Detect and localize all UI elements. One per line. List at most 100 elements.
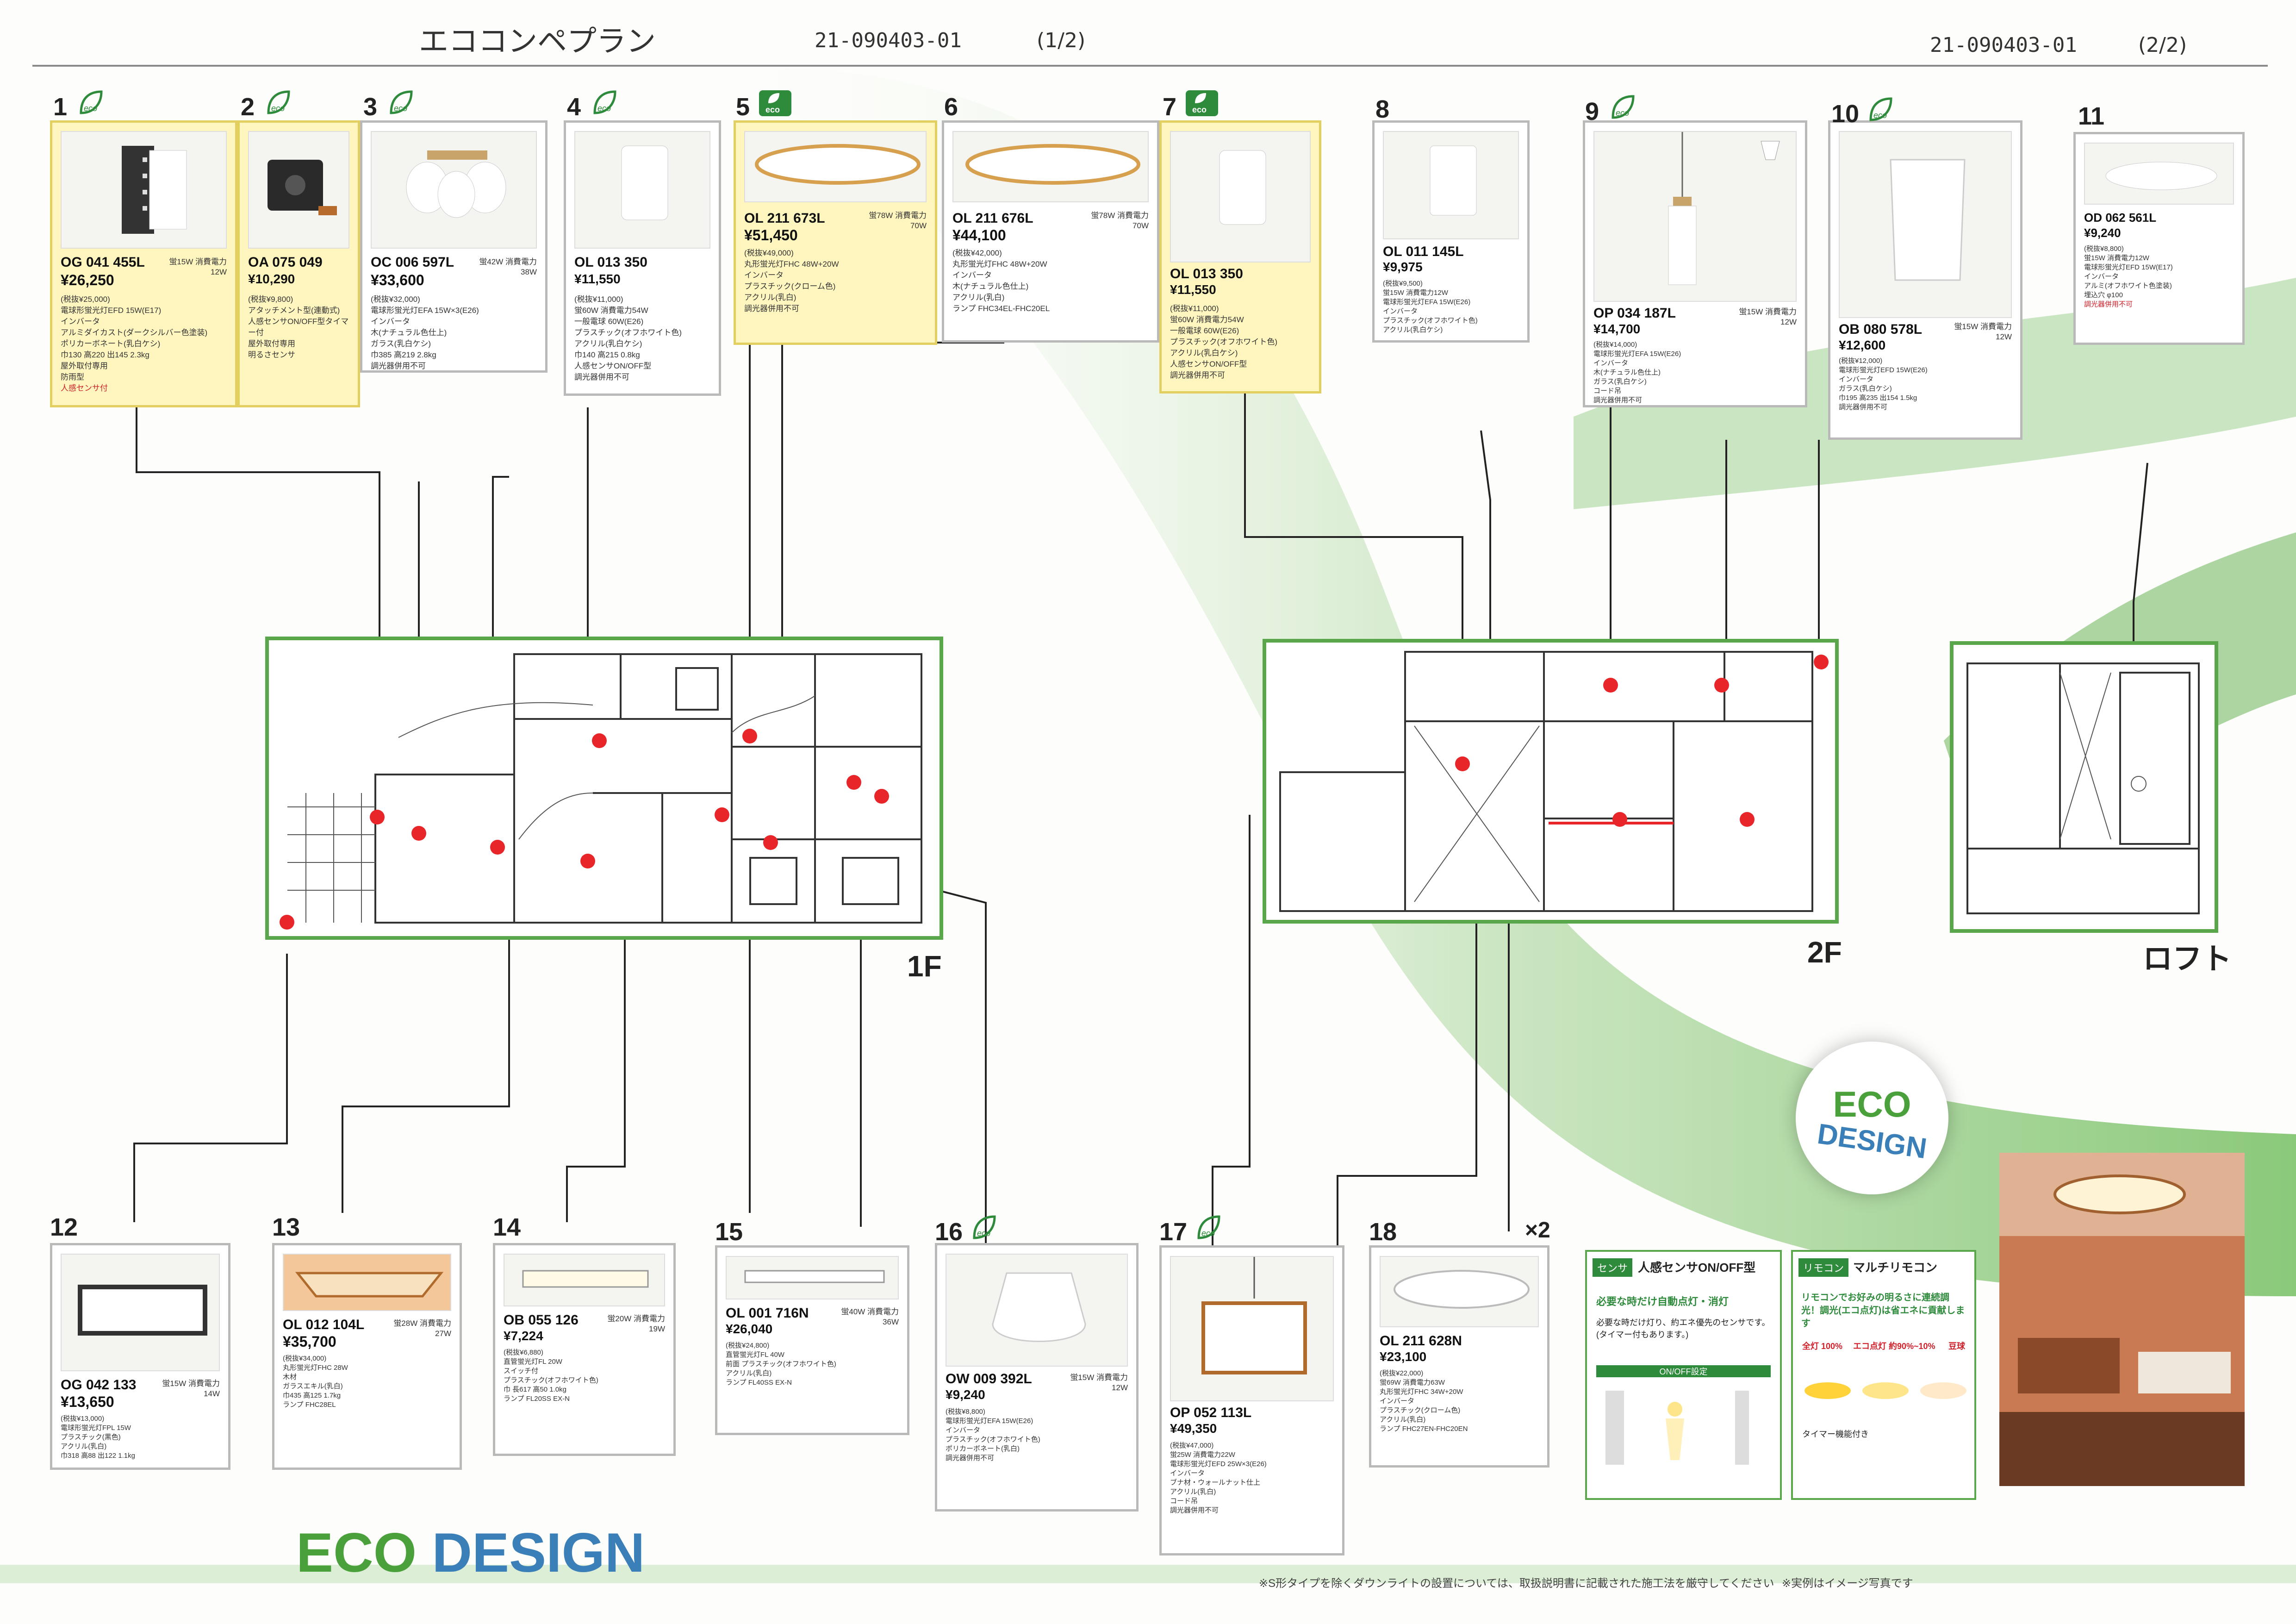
product-wattage: 蛍15W 消費電力12W (1070, 1373, 1128, 1392)
floor-plan-2f (1263, 639, 1839, 924)
product-price: ¥11,550 (574, 272, 621, 286)
product-card-8: OL 011 145L ¥9,975 (税抜¥9,500) 蛍15W 消費電力1… (1372, 120, 1530, 343)
product-code: OA 075 049 (248, 255, 323, 270)
product-card-15: OL 001 716N ¥26,040 蛍40W 消費電力36W (税抜¥24,… (715, 1245, 909, 1435)
product-number-2: 2 (241, 93, 255, 121)
eco-leaf-icon: eco (1197, 1215, 1220, 1239)
product-photo (1380, 1256, 1539, 1327)
product-specs: (税抜¥47,000) 蛍25W 消費電力22W 電球形蛍光灯EFD 25W×3… (1170, 1442, 1267, 1514)
product-wattage: 蛍15W 消費電力12W (1954, 322, 2012, 341)
product-code: OD 062 561L (2084, 211, 2157, 225)
product-specs: (税抜¥25,000) 電球形蛍光灯EFD 15W(E17) インバータ アルミ… (61, 295, 208, 393)
remote-lead: リモコンでお好みの明るさに連続調光！調光(エコ点灯)は省エネに貢献します (1801, 1293, 1965, 1329)
floor-plan-1f (265, 637, 943, 940)
product-code: OL 011 145L (1383, 244, 1464, 259)
product-card-1: OG 041 455L ¥26,250 蛍15W 消費電力12W (税抜¥25,… (50, 120, 237, 407)
product-wattage: 蛍40W 消費電力36W (841, 1307, 899, 1326)
product-price: ¥9,975 (1383, 260, 1423, 274)
product-card-11: OD 062 561L ¥9,240 (税抜¥8,800) 蛍15W 消費電力1… (2073, 132, 2245, 345)
eco-design-badge: ECO DESIGN (1796, 1042, 1948, 1194)
product-specs: (税抜¥11,000) 蛍60W 消費電力54W 一般電球 60W(E26) プ… (574, 295, 682, 381)
product-wattage: 蛍78W 消費電力70W (1091, 211, 1149, 230)
remote-timer-label: タイマー機能付き (1802, 1430, 1869, 1439)
eco-leaf-icon: eco (80, 90, 103, 114)
product-specs: (税抜¥42,000) 丸形蛍光灯FHC 48W+20W インバータ 木(ナチュ… (952, 249, 1050, 313)
product-card-13: OL 012 104L ¥35,700 蛍28W 消費電力27W (税抜¥34,… (272, 1243, 462, 1470)
product-photo (726, 1256, 899, 1299)
product-specs: (税抜¥24,800) 直管蛍光灯FL 40W 前面 プラスチック(オフホワイト… (726, 1342, 836, 1387)
product-price: ¥26,040 (726, 1322, 773, 1336)
product-code: OC 006 597L (371, 255, 454, 270)
product-code: OL 013 350 (574, 255, 647, 270)
remote-eco-label: エコ点灯 約90%~10% (1853, 1342, 1935, 1351)
product-wattage: 蛍20W 消費電力19W (607, 1314, 665, 1333)
ceiling-light-illustration (992, 1272, 1086, 1342)
floor-label-1f: 1F (907, 949, 942, 983)
product-photo (1839, 131, 2012, 318)
floor-plan-2f-drawing (1279, 651, 1813, 912)
svg-text:eco: eco (597, 104, 611, 113)
sensor-attachment-illustration (268, 160, 337, 215)
product-card-17: OP 052 113L ¥49,350 (税抜¥47,000) 蛍25W 消費電… (1159, 1245, 1344, 1555)
product-card-6: OL 211 676L ¥44,100 蛍78W 消費電力70W (税抜¥42,… (942, 120, 1159, 343)
product-price: ¥10,290 (248, 272, 295, 286)
product-number-13: 13 (272, 1213, 300, 1241)
product-specs: (税抜¥9,800) アタッチメント型(連動式) 人感センサON/OFF型タイマ… (248, 295, 349, 359)
product-price: ¥9,240 (946, 1387, 985, 1402)
sensor-title: 人感センサON/OFF型 (1638, 1261, 1756, 1274)
svg-text:eco: eco (394, 104, 407, 113)
doc-id-left: 21-090403-01 (815, 29, 962, 52)
svg-text:eco: eco (84, 104, 97, 113)
remote-full-label: 全灯 100% (1802, 1342, 1843, 1351)
product-code: OG 042 133 (61, 1377, 137, 1393)
product-card-12: OG 042 133 ¥13,650 蛍15W 消費電力14W (税抜¥13,0… (50, 1243, 230, 1470)
product-card-3: OC 006 597L ¥33,600 蛍42W 消費電力38W (税抜¥32,… (360, 120, 548, 373)
product-number-8: 8 (1375, 95, 1390, 123)
product-photo (504, 1254, 665, 1306)
brightness-diagram (1804, 1382, 1966, 1399)
svg-text:eco: eco (1873, 111, 1887, 120)
svg-text:eco: eco (1616, 108, 1629, 118)
sensor-feature-panel: センサ 人感センサON/OFF型 必要な時だけ自動点灯・消灯 必要な時だけ灯り、… (1585, 1250, 1782, 1500)
page-title: エココンペプラン (419, 25, 656, 59)
product-photo (248, 131, 349, 249)
product-number-15: 15 (715, 1218, 743, 1246)
sensor-body: 必要な時だけ灯り、約エネ優先のセンサです。(タイマー付もあります。) (1596, 1318, 1770, 1339)
product-photo (2084, 143, 2234, 205)
eco-leaf-icon: eco (390, 90, 413, 114)
product-number-9: 9 (1585, 98, 1599, 125)
product-code: OL 001 716N (726, 1305, 809, 1321)
linear-light-illustration (522, 1270, 649, 1288)
eco-badge-line1: ECO (1833, 1084, 1911, 1124)
sensor-sub: ON/OFF設定 (1596, 1365, 1771, 1377)
product-price: ¥11,550 (1170, 282, 1216, 297)
remote-night-label: 豆球 (1948, 1342, 1965, 1351)
eco-box-icon: eco (1186, 90, 1218, 116)
product-code: OB 055 126 (504, 1312, 579, 1328)
product-price: ¥26,250 (61, 272, 114, 288)
footer-logo-eco: ECO (296, 1522, 417, 1584)
product-photo (946, 1254, 1128, 1367)
product-price: ¥23,100 (1380, 1349, 1427, 1364)
ceiling-light-illustration (295, 1272, 444, 1298)
svg-text:eco: eco (271, 104, 285, 113)
interior-photo (1999, 1153, 2245, 1486)
product-photo (1383, 131, 1519, 239)
product-number-12: 12 (50, 1213, 78, 1241)
product-photo (1593, 131, 1797, 302)
eco-leaf-icon: eco (267, 90, 290, 114)
product-wattage: 蛍15W 消費電力14W (162, 1379, 220, 1398)
floor-plan-loft-drawing (1966, 662, 2200, 914)
product-code: OB 080 578L (1839, 322, 1923, 337)
product-code: OW 009 392L (946, 1371, 1032, 1387)
product-code: OP 034 187L (1593, 306, 1676, 321)
wall-light-illustration (78, 1285, 207, 1336)
product-number-18: 18 (1369, 1218, 1397, 1246)
product-specs: (税抜¥32,000) 電球形蛍光灯EFA 15W×3(E26) インバータ 木… (371, 295, 479, 370)
product-card-7: OL 013 350 ¥11,550 (税抜¥11,000) 蛍60W 消費電力… (1159, 120, 1321, 394)
round-ceiling-light-illustration (965, 144, 1140, 185)
footer-logo: ECO DESIGN (296, 1521, 645, 1585)
sensor-diagram (1605, 1391, 1749, 1465)
product-number-5: 5 (736, 93, 750, 121)
product-photo (1170, 131, 1311, 262)
